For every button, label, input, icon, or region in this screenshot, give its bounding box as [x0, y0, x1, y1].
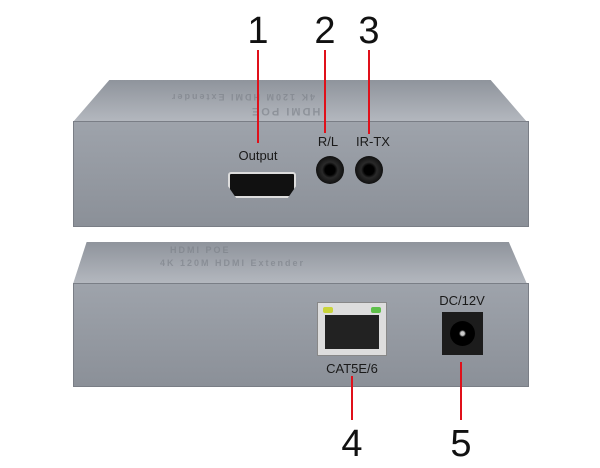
- top-device-brand-text: HDMI POE: [250, 105, 321, 117]
- callout-number-2: 2: [314, 10, 336, 52]
- callout-number-1: 1: [247, 10, 269, 52]
- ir-tx-jack: [355, 156, 383, 184]
- bottom-device-brand-text: HDMI POE: [170, 245, 231, 255]
- rj45-socket: [325, 315, 379, 349]
- callout-line-2: [324, 50, 326, 133]
- output-label: Output: [238, 148, 278, 163]
- top-device-model-text: 4K 120M HDMI Extender: [170, 92, 316, 102]
- dc-power-jack: [442, 312, 483, 355]
- led-icon: [371, 307, 381, 313]
- bottom-device-top-face: [73, 242, 527, 284]
- led-icon: [323, 307, 333, 313]
- dc-12v-label: DC/12V: [439, 293, 485, 308]
- callout-number-3: 3: [358, 10, 380, 52]
- callout-line-4: [351, 376, 353, 420]
- bottom-device-model-text: 4K 120M HDMI Extender: [160, 258, 306, 268]
- rl-label: R/L: [317, 134, 339, 149]
- callout-number-4: 4: [341, 423, 363, 465]
- callout-line-3: [368, 50, 370, 134]
- callout-line-1: [257, 50, 259, 143]
- dc-socket: [450, 321, 475, 346]
- hdmi-port: [228, 172, 296, 198]
- callout-line-5: [460, 362, 462, 420]
- cat5e-label: CAT5E/6: [326, 361, 378, 376]
- ir-tx-label: IR-TX: [356, 134, 390, 149]
- rj45-port: [317, 302, 387, 356]
- top-device-front-panel: [73, 121, 529, 227]
- callout-number-5: 5: [450, 423, 472, 465]
- top-device-top-face: [73, 80, 527, 122]
- rl-audio-jack: [316, 156, 344, 184]
